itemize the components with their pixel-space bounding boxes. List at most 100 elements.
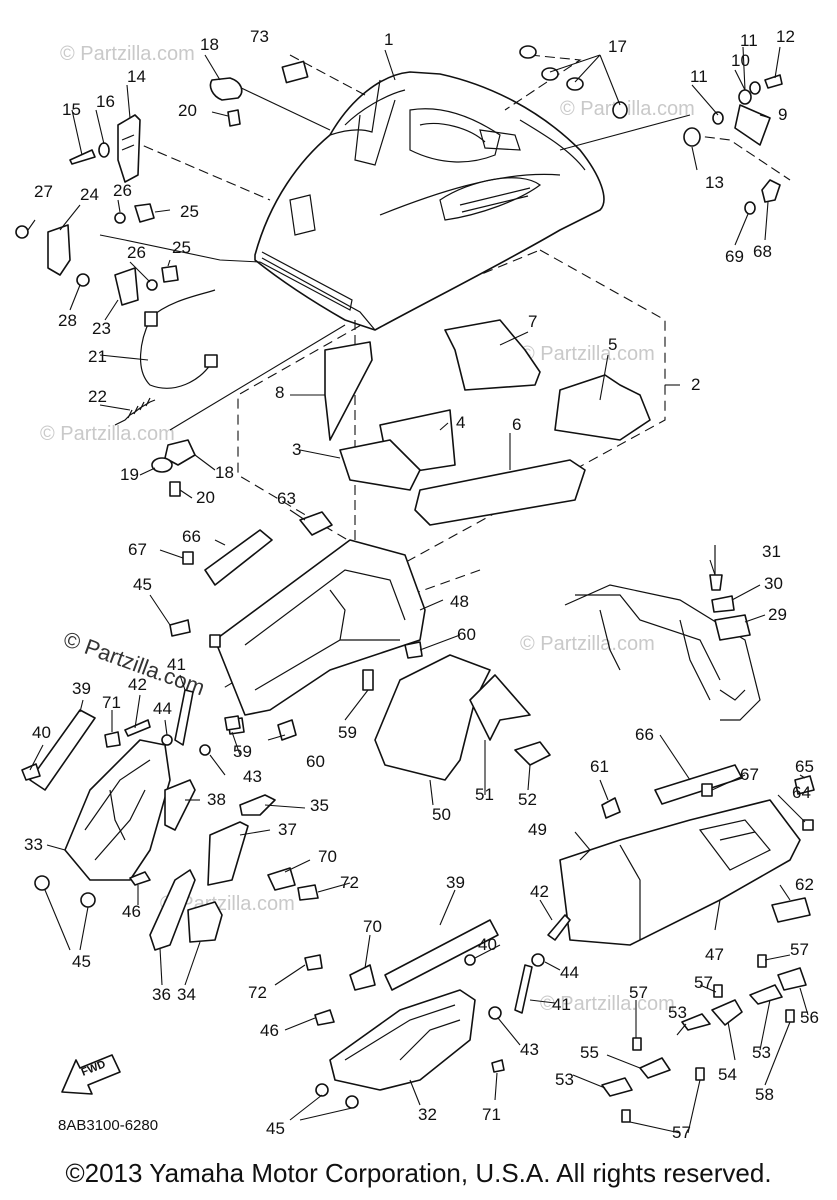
callout-6: 6 (512, 415, 521, 434)
part-60-clip (277, 719, 297, 741)
callout-50: 50 (432, 805, 451, 824)
part-53-plate (681, 1013, 711, 1031)
callout-36: 36 (152, 985, 171, 1004)
part-10-spacer (738, 89, 752, 105)
part-20-screw (227, 109, 241, 127)
watermark-faint: © Partzilla.com (540, 993, 675, 1015)
callout-30: 30 (764, 574, 783, 593)
part-45-screw (315, 1083, 329, 1097)
part-56-plate (777, 967, 807, 991)
callout-24: 24 (80, 185, 99, 204)
callout-41: 41 (167, 655, 186, 674)
callout-38: 38 (207, 790, 226, 809)
part-40-clip (21, 763, 41, 781)
part-70-bracket (349, 964, 376, 991)
part-15-screw (69, 149, 96, 165)
callout-43: 43 (520, 1040, 539, 1059)
part-14-bracket (117, 114, 141, 183)
leader (234, 84, 331, 131)
callout-72: 72 (248, 983, 267, 1002)
leader (504, 54, 582, 111)
callout-5: 5 (608, 335, 617, 354)
part-69-washer (744, 201, 756, 215)
part-25-nut (134, 203, 155, 223)
callout-56: 56 (800, 1008, 819, 1027)
part-39-rail (29, 709, 96, 791)
callout-23: 23 (92, 319, 111, 338)
callout-18: 18 (200, 35, 219, 54)
part-57-rivet (621, 1109, 631, 1123)
callout-40: 40 (478, 935, 497, 954)
leader (129, 139, 271, 201)
callout-39: 39 (446, 873, 465, 892)
leader-lines (27, 46, 809, 1134)
part-60-clip (404, 641, 423, 659)
callout-48: 48 (450, 592, 469, 611)
callout-44: 44 (560, 963, 579, 982)
part-26-washer (146, 279, 158, 291)
callout-39: 39 (72, 679, 91, 698)
callout-66: 66 (182, 527, 201, 546)
part-9-latch (734, 104, 771, 146)
part-6-foam (414, 459, 586, 526)
part-18-clip (164, 439, 196, 466)
watermark-faint: © Partzilla.com (60, 43, 195, 65)
part-45-screw (34, 875, 50, 891)
part-39-rail (384, 919, 499, 991)
part-17-grommet (612, 101, 628, 119)
part-71-clip (491, 1059, 505, 1073)
callout-52: 52 (518, 790, 537, 809)
callout-67: 67 (740, 765, 759, 784)
part-43-washer (199, 744, 211, 756)
fwd-arrow: FWD (61, 1054, 121, 1095)
part-63-clip (299, 511, 333, 536)
callout-31: 31 (762, 542, 781, 561)
callout-64: 64 (792, 783, 811, 802)
part-32-panel (329, 989, 476, 1091)
part-40-clip (464, 954, 476, 966)
callout-71: 71 (482, 1105, 501, 1124)
callout-53: 53 (555, 1070, 574, 1089)
callout-54: 54 (718, 1065, 737, 1084)
part-43-washer (488, 1006, 502, 1020)
part-48-cowl (214, 539, 426, 716)
callout-19: 19 (120, 465, 139, 484)
part-37-plate (207, 821, 249, 886)
callout-25: 25 (172, 238, 191, 257)
part-8-foam (324, 341, 373, 441)
callout-41: 41 (552, 995, 571, 1014)
part-41-bracket (174, 689, 194, 746)
callout-28: 28 (58, 311, 77, 330)
part-25-nut (161, 265, 179, 283)
part-66-bar (204, 529, 273, 586)
callout-26: 26 (113, 181, 132, 200)
part-72-bolt (297, 884, 319, 901)
leader (169, 324, 346, 431)
part-24-bracket (47, 224, 71, 276)
part-68-bracket (761, 179, 781, 203)
part-44-washer (531, 953, 545, 967)
callout-57: 57 (672, 1123, 691, 1142)
part-12-bolt (764, 74, 783, 89)
callout-68: 68 (753, 242, 772, 261)
part-70-bracket (267, 867, 296, 891)
callout-73: 73 (250, 27, 269, 46)
diagram-code: 8AB3100-6280 (58, 1117, 158, 1134)
callout-61: 61 (590, 757, 609, 776)
part-33-panel (64, 739, 171, 881)
leader (559, 114, 691, 151)
part-72-bolt (304, 954, 323, 971)
callout-22: 22 (88, 387, 107, 406)
part-7-foam (444, 319, 541, 391)
callout-70: 70 (318, 847, 337, 866)
callout-4: 4 (456, 413, 465, 432)
copyright-text: ©2013 Yamaha Motor Corporation, U.S.A. A… (65, 1158, 772, 1188)
callout-60: 60 (306, 752, 325, 771)
watermark-faint: © Partzilla.com (520, 343, 655, 365)
leader (99, 234, 261, 263)
callout-71: 71 (102, 693, 121, 712)
callout-11: 11 (740, 31, 758, 50)
part-45-screw (169, 619, 191, 637)
part-41-clip (209, 634, 221, 648)
callout-53: 53 (668, 1003, 687, 1022)
